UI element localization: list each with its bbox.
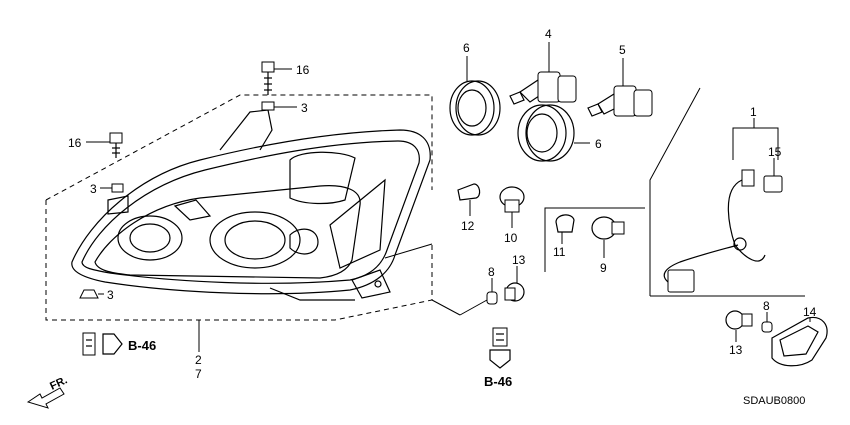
callout-16-left[interactable]: 16 xyxy=(68,136,82,150)
reference-center[interactable]: B-46 xyxy=(484,327,512,389)
leader-lines xyxy=(86,42,811,352)
headlight-housing[interactable] xyxy=(71,109,431,301)
callout-9[interactable]: 9 xyxy=(600,261,607,275)
front-direction-label: FR. xyxy=(48,374,69,392)
callout-13[interactable]: 13 xyxy=(512,253,526,267)
harness-group xyxy=(649,87,805,297)
callout-2[interactable]: 2 xyxy=(195,353,202,367)
callout-labels: 16 3 16 3 3 6 4 5 6 12 10 11 9 8 13 1 15… xyxy=(68,27,817,381)
assembly-outline xyxy=(45,94,433,321)
callout-3-bottom[interactable]: 3 xyxy=(107,288,114,302)
callout-3-top[interactable]: 3 xyxy=(301,101,308,115)
bulb-11[interactable] xyxy=(555,214,575,233)
clip-3-left[interactable] xyxy=(111,183,124,193)
callout-13-lower[interactable]: 13 xyxy=(729,343,743,357)
callout-8-lower[interactable]: 8 xyxy=(763,299,770,313)
reference-center-label: B-46 xyxy=(484,374,512,389)
callout-6-lower[interactable]: 6 xyxy=(595,137,602,151)
seal-6-upper[interactable] xyxy=(449,80,501,136)
callout-12[interactable]: 12 xyxy=(461,219,475,233)
bolt-16-left[interactable] xyxy=(109,132,123,158)
diagram-code: SDAUB0800 xyxy=(743,395,805,407)
socket-10[interactable] xyxy=(499,186,525,213)
bulb-group-bracket xyxy=(544,207,645,272)
bulb-8[interactable] xyxy=(486,291,498,305)
callout-4[interactable]: 4 xyxy=(545,27,552,41)
seal-6-lower[interactable] xyxy=(517,104,575,162)
bolt-16-top[interactable] xyxy=(261,61,275,95)
callout-16-top[interactable]: 16 xyxy=(296,63,310,77)
callout-14[interactable]: 14 xyxy=(803,305,817,319)
reference-left[interactable]: B-46 xyxy=(82,332,156,356)
callout-7[interactable]: 7 xyxy=(195,367,202,381)
callout-3-left[interactable]: 3 xyxy=(90,182,97,196)
clip-3-bottom[interactable] xyxy=(79,289,99,299)
wire-harness-1[interactable] xyxy=(663,169,766,293)
callout-10[interactable]: 10 xyxy=(504,231,518,245)
callout-8[interactable]: 8 xyxy=(488,265,495,279)
front-direction-arrow: FR. xyxy=(26,374,69,409)
bulb-8-lower[interactable] xyxy=(761,321,773,333)
callout-15[interactable]: 15 xyxy=(768,145,782,159)
side-marker-14[interactable] xyxy=(771,316,828,367)
callout-11[interactable]: 11 xyxy=(553,245,566,259)
socket-9[interactable] xyxy=(591,216,625,240)
callout-5[interactable]: 5 xyxy=(619,43,626,57)
bulb-4[interactable] xyxy=(509,71,577,105)
socket-13[interactable] xyxy=(504,282,525,302)
bulb-5[interactable] xyxy=(587,85,653,117)
reference-left-label: B-46 xyxy=(128,338,156,353)
callout-1[interactable]: 1 xyxy=(750,105,757,119)
socket-13-lower[interactable] xyxy=(725,310,753,330)
clip-3-top[interactable] xyxy=(261,101,275,111)
connector-15[interactable] xyxy=(763,175,783,193)
callout-6-upper[interactable]: 6 xyxy=(463,41,470,55)
bulb-12[interactable] xyxy=(457,183,481,201)
